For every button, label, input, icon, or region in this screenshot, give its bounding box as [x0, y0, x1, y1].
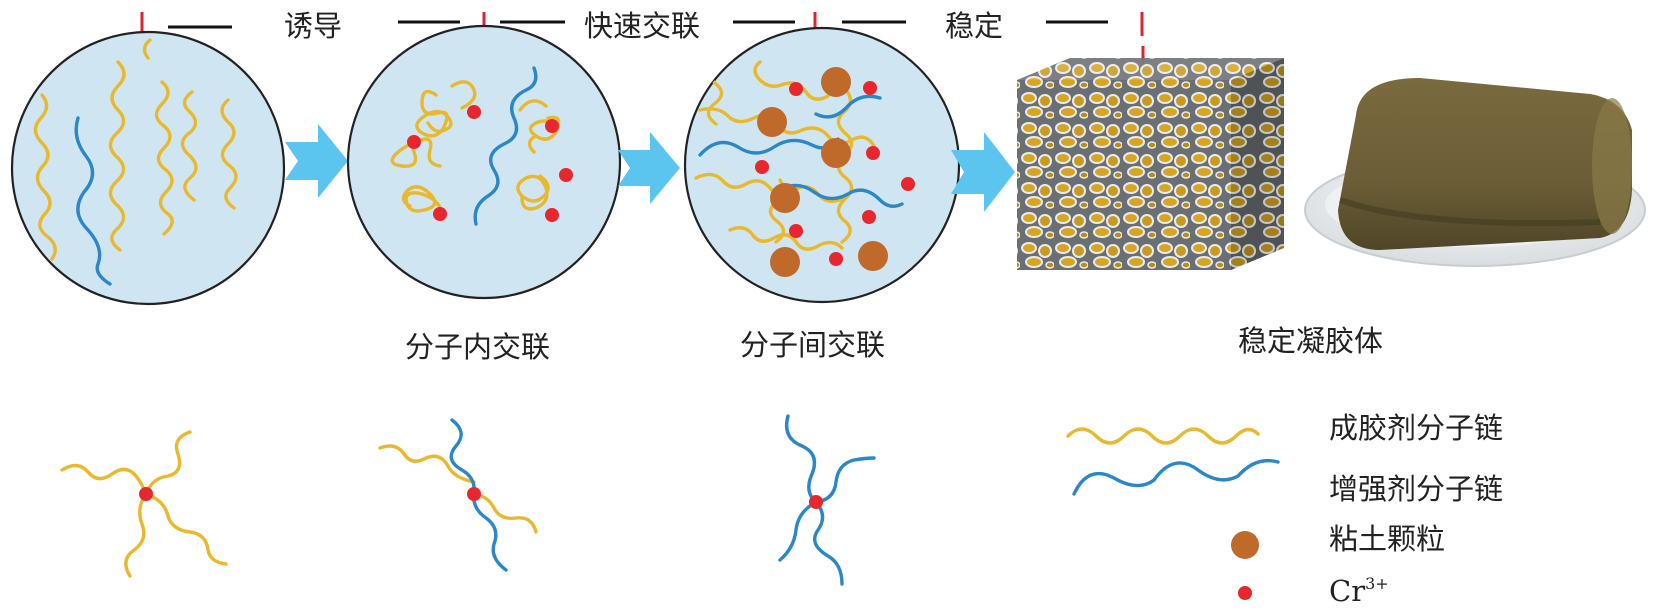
legend: 成胶剂分子链 增强剂分子链 粘土颗粒 Cr3+: [1066, 411, 1503, 608]
stable-gel-photo: [1304, 78, 1646, 267]
legend-cr-charge: 3+: [1365, 574, 1389, 593]
stage-label-stable: 稳定: [945, 9, 1003, 43]
caption-stable-gel: 稳定凝胶体: [1238, 324, 1383, 358]
motif-gel-gel: [60, 430, 228, 578]
process-arrow: [951, 132, 1015, 212]
circle-intermolecular: [683, 26, 961, 304]
legend-gel-chain-label: 成胶剂分子链: [1329, 411, 1503, 445]
legend-clay-swatch: [1231, 531, 1259, 559]
stage-timeline: 诱导 快速交联 稳定: [140, 9, 1145, 66]
circle-induction: [10, 30, 286, 306]
legend-clay-label: 粘土颗粒: [1329, 522, 1445, 556]
gel-network-cube: [1017, 58, 1284, 270]
circle-intramolecular: [346, 24, 622, 300]
legend-reinforcer-chain-label: 增强剂分子链: [1329, 472, 1503, 506]
legend-cr-swatch: [1238, 586, 1252, 600]
motif-reinforcer-reinforcer: [778, 414, 876, 586]
stage-label-induction: 诱导: [284, 9, 342, 43]
caption-intermolecular: 分子间交联: [740, 328, 885, 362]
process-arrow: [618, 132, 680, 204]
legend-gel-chain-swatch: [1066, 427, 1260, 445]
motif-gel-reinforcer: [378, 418, 538, 572]
caption-intramolecular: 分子内交联: [405, 330, 550, 364]
legend-cr-symbol: Cr: [1329, 574, 1365, 608]
process-arrow: [285, 124, 348, 198]
legend-reinforcer-chain-swatch: [1072, 458, 1280, 496]
legend-cr-label: Cr3+: [1329, 574, 1389, 608]
stage-label-fast-crosslink: 快速交联: [584, 9, 700, 43]
